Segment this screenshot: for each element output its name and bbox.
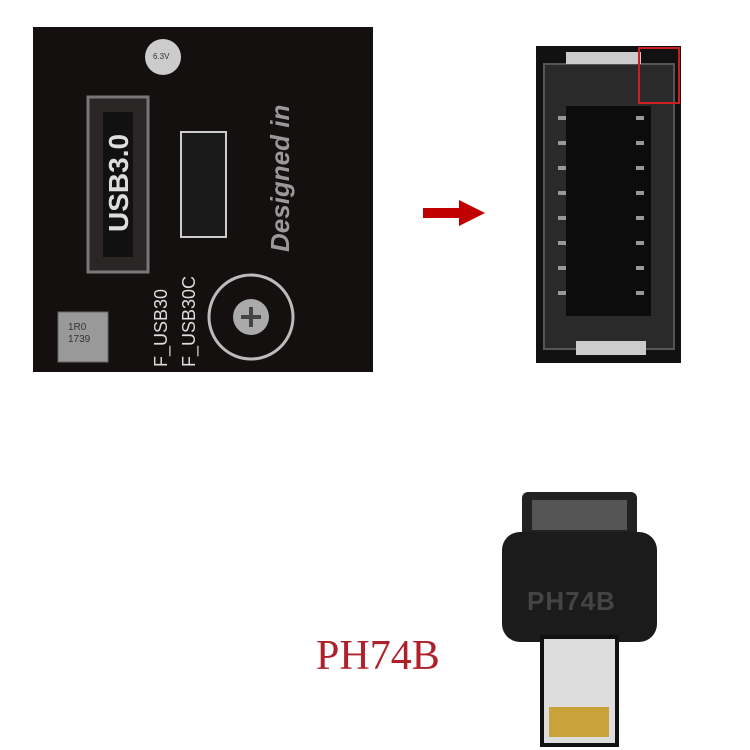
designed-in-text: Designed in xyxy=(265,104,295,252)
key-highlight-box xyxy=(638,47,680,104)
adapter-photo: PH74B xyxy=(497,492,662,747)
connector-closeup-photo xyxy=(536,46,681,363)
capacitor-label: 6.3V xyxy=(153,52,170,61)
silk-label: F_USB30C xyxy=(179,275,199,367)
product-caption: PH74B xyxy=(316,633,440,679)
inductor-text: 1R0 xyxy=(68,322,87,333)
adapter-model-print: PH74B xyxy=(527,586,616,616)
usb30-header-label: USB3.0 xyxy=(103,133,134,232)
arrow-right-icon xyxy=(423,200,485,226)
inductor-text: 1739 xyxy=(68,334,91,345)
silk-label: F_USB30 xyxy=(151,288,171,367)
